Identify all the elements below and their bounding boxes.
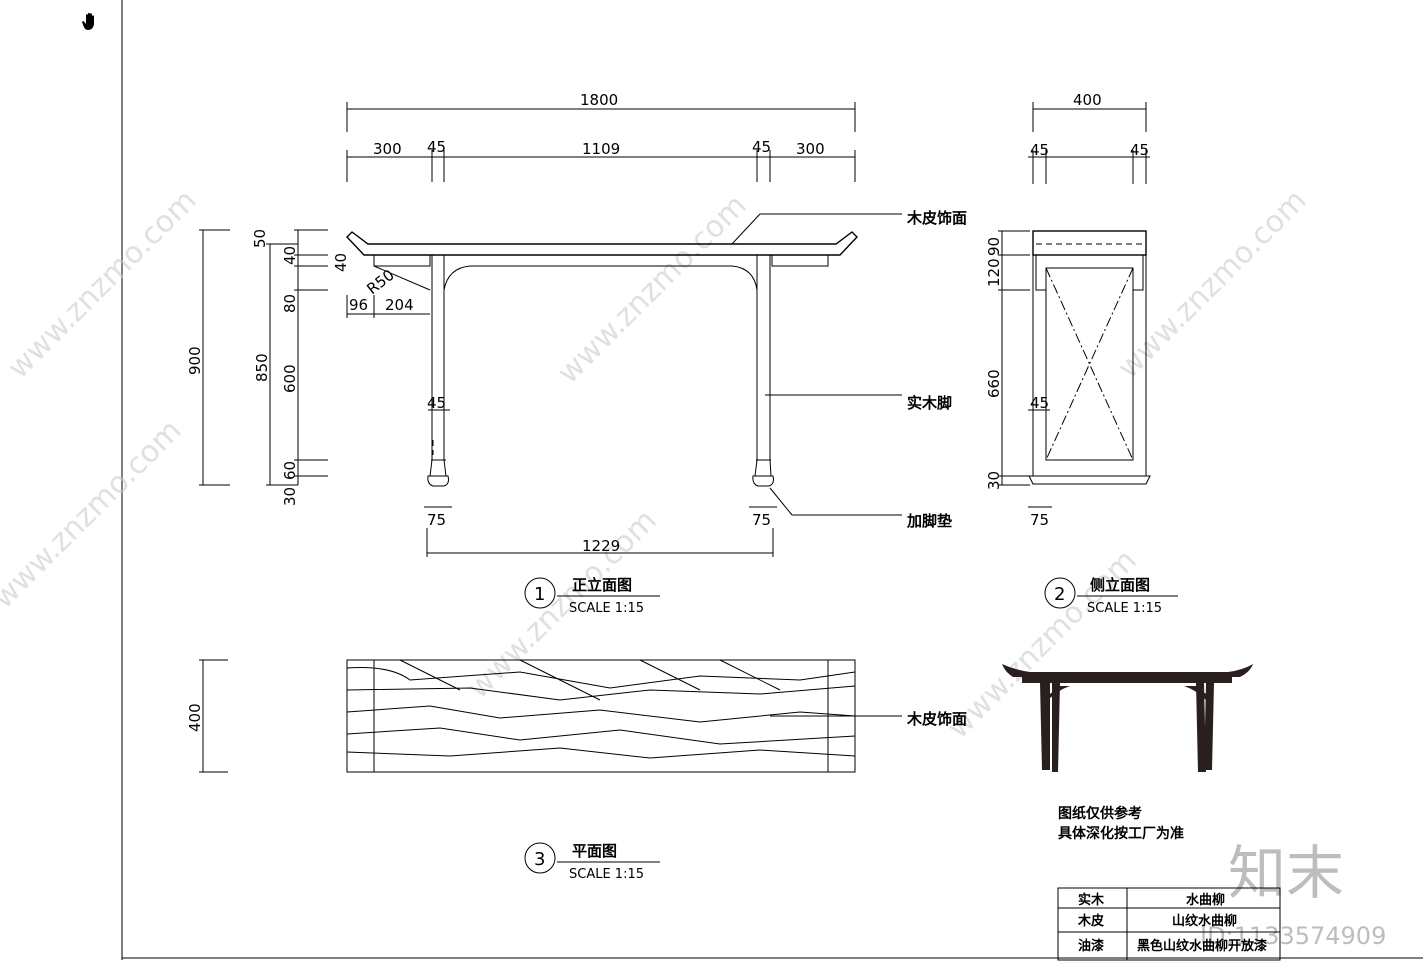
table-row-item: 实木 [1078,892,1105,908]
callout-veneer: 木皮饰面 [906,209,967,227]
dim-side-leg-right: 45 [1130,141,1149,159]
dim-side-90: 90 [985,237,1003,256]
dim-900: 900 [186,346,204,375]
watermark-text: www.znzmo.com [1111,183,1314,386]
callout-foot-pad: 加脚垫 [906,512,952,530]
view-label-circle [524,842,556,874]
dim-span: 1229 [582,537,620,555]
view-title: 正立面图 [572,576,632,594]
foot-pad-left [427,475,449,487]
view-label-circle [524,577,556,609]
dim-60: 60 [281,461,299,480]
table-row-spec: 黑色山纹水曲柳开放漆 [1137,938,1267,954]
table-row-item: 油漆 [1078,938,1104,954]
dim-850: 850 [253,353,271,382]
view-label-circle [1044,577,1076,609]
dim-300-right: 300 [796,140,825,158]
dim-1109: 1109 [582,140,620,158]
view-number: 3 [534,849,545,870]
watermark-text: www.znzmo.com [0,413,189,616]
side-top [1032,230,1147,256]
dim-side-660: 660 [985,369,1003,398]
dim-foot-left: 75 [427,511,446,529]
dim-80: 80 [281,294,299,313]
dim-side-width: 400 [1073,91,1102,109]
table-render-image [1002,664,1253,772]
apron [443,255,758,291]
dim-40a: 40 [281,246,299,265]
dim-leg-45: 45 [427,394,446,412]
dim-radius: R50 [363,266,397,298]
view-scale: SCALE 1:15 [569,601,644,616]
view-scale: SCALE 1:15 [1087,601,1162,616]
dim-side-leg-left: 45 [1030,141,1049,159]
dim-300-left: 300 [373,140,402,158]
watermark-text: www.znzmo.com [1,183,204,386]
hand-pan-icon[interactable] [82,12,94,30]
table-row-spec: 山纹水曲柳 [1172,913,1237,929]
material-table: 实木 水曲柳 木皮 山纹水曲柳 油漆 黑色山纹水曲柳开放漆 [1057,887,1281,961]
dim-30: 30 [281,487,299,506]
dim-96: 96 [349,296,368,314]
dim-side-30: 30 [985,471,1003,490]
dim-side-120: 120 [985,258,1003,287]
view-number: 2 [1054,584,1065,605]
table-row-item: 木皮 [1077,913,1104,929]
dim-side-leg: 45 [1030,394,1049,412]
watermark-brand: 知末 [1228,839,1344,907]
note-factory-detail: 具体深化按工厂为准 [1057,825,1184,842]
dim-overall-width: 1800 [580,91,618,109]
leg-right [756,254,771,461]
view-scale: SCALE 1:15 [569,867,644,882]
watermark-text: www.znzmo.com [551,188,754,391]
dim-204: 204 [385,296,414,314]
front-elevation-view: 1800 300 45 1109 45 300 900 [186,91,967,616]
tabletop [346,231,858,256]
view-title: 侧立面图 [1090,576,1150,594]
callout-plan-veneer: 木皮饰面 [906,710,967,728]
dim-side-foot: 75 [1030,511,1049,529]
view-number: 1 [534,584,545,605]
watermark-id: ID:1133574909 [1200,922,1386,950]
view-title: 平面图 [572,842,617,860]
dim-plan-depth: 400 [186,703,204,732]
dim-foot-right: 75 [752,511,771,529]
dim-600: 600 [281,364,299,393]
dim-40b: 40 [332,253,350,272]
foot-pad-right [752,475,774,487]
dim-50: 50 [251,229,269,248]
note-reference-only: 图纸仅供参考 [1058,805,1142,822]
dim-45-left: 45 [427,138,446,156]
callout-leg: 实木脚 [907,394,952,412]
leg-left [431,254,445,461]
side-elevation-view: 400 45 45 90 120 660 30 45 75 2 侧立面图 [985,91,1178,616]
plan-view: 400 木皮饰面 3 平面图 SCALE 1:15 [186,659,967,882]
table-row-spec: 水曲柳 [1186,892,1225,908]
dim-45-right: 45 [752,138,771,156]
side-foot [1028,475,1151,485]
